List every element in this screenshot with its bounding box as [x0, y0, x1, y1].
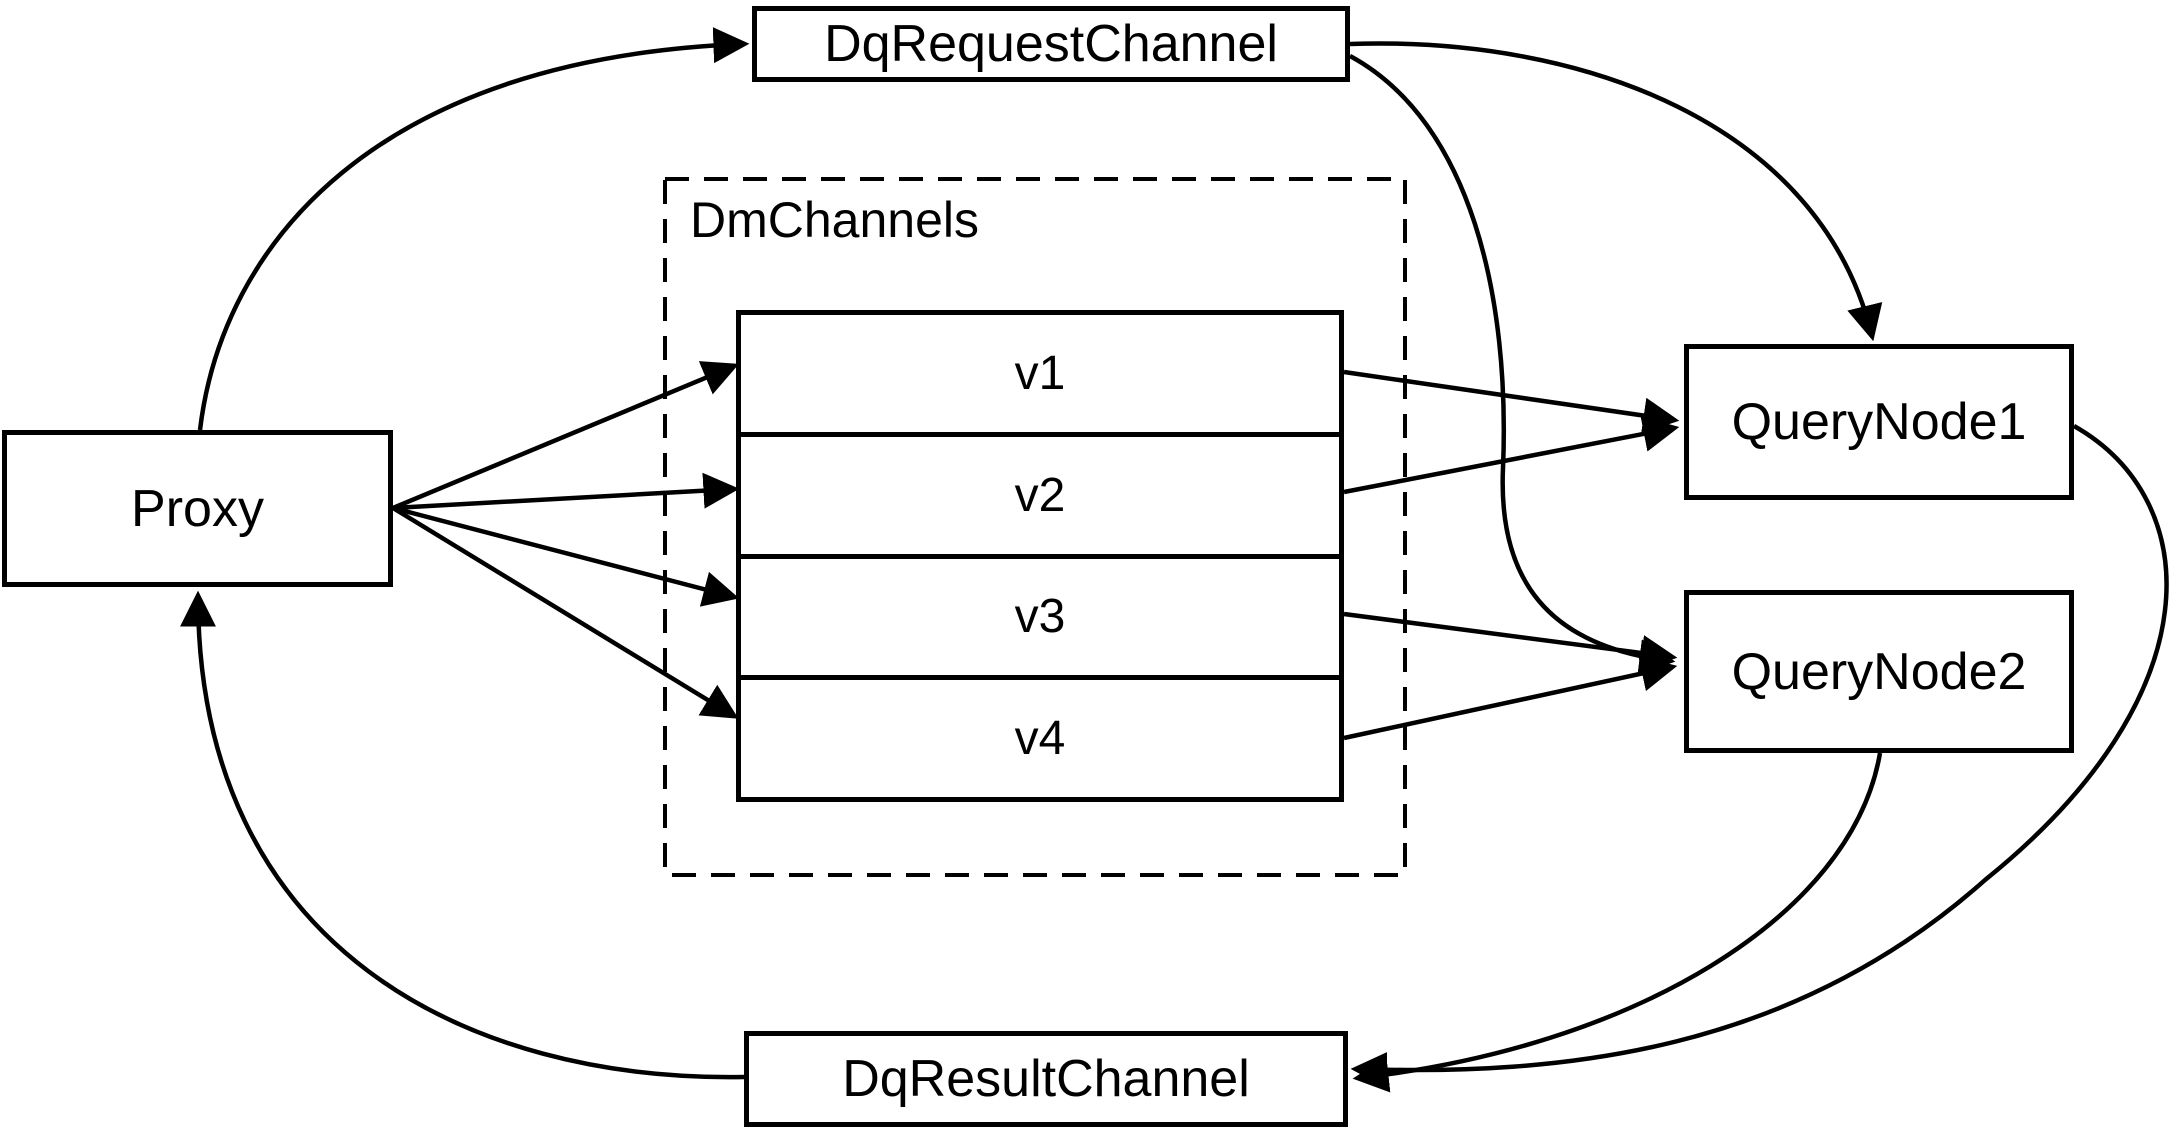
dq-result-channel-label: DqResultChannel: [842, 1050, 1250, 1108]
channel-row-v1: v1: [1014, 346, 1066, 400]
channel-row-v3: v3: [741, 553, 1339, 676]
edge-v2-to-query-node-1: [1343, 416, 1680, 495]
edge-proxy-to-v2: [392, 472, 740, 511]
proxy-label: Proxy: [131, 479, 264, 538]
channel-row-v4: v4: [741, 675, 1339, 797]
edge-proxy-to-v1: [392, 361, 739, 511]
edge-v4-to-query-node-2: [1343, 655, 1678, 741]
dm-channels-stack: v1 v2 v3 v4: [736, 310, 1344, 802]
node-dq-result-channel: DqResultChannel: [744, 1031, 1348, 1127]
node-dq-request-channel: DqRequestChannel: [752, 6, 1350, 82]
edge-proxy-to-dq-request-channel: [197, 27, 750, 431]
dm-channels-dashed-border: [663, 177, 1407, 877]
node-query-node-2: QueryNode2: [1684, 590, 2074, 753]
edge-dq-request-channel-to-query-node-1: [1349, 41, 1883, 342]
dq-request-channel-label: DqRequestChannel: [824, 15, 1278, 73]
edge-v1-to-query-node-1: [1343, 369, 1680, 434]
edge-query-node-1-to-dq-result-channel: [1350, 424, 2169, 1089]
dm-channels-label: DmChannels: [690, 192, 980, 248]
edge-query-node-2-to-dq-result-channel: [1352, 752, 1883, 1093]
edge-proxy-to-v4: [391, 506, 739, 719]
edge-v3-to-query-node-2: [1343, 611, 1678, 671]
node-proxy: Proxy: [2, 430, 393, 587]
edge-proxy-to-v3: [392, 505, 740, 607]
query-node-1-label: QueryNode1: [1731, 393, 2027, 451]
edge-dq-request-channel-to-query-node-2: [1348, 54, 1676, 676]
edge-dq-result-channel-to-proxy: [180, 590, 745, 1080]
node-query-node-1: QueryNode1: [1684, 344, 2074, 500]
channel-row-v2: v2: [741, 431, 1339, 554]
query-node-2-label: QueryNode2: [1731, 642, 2027, 701]
